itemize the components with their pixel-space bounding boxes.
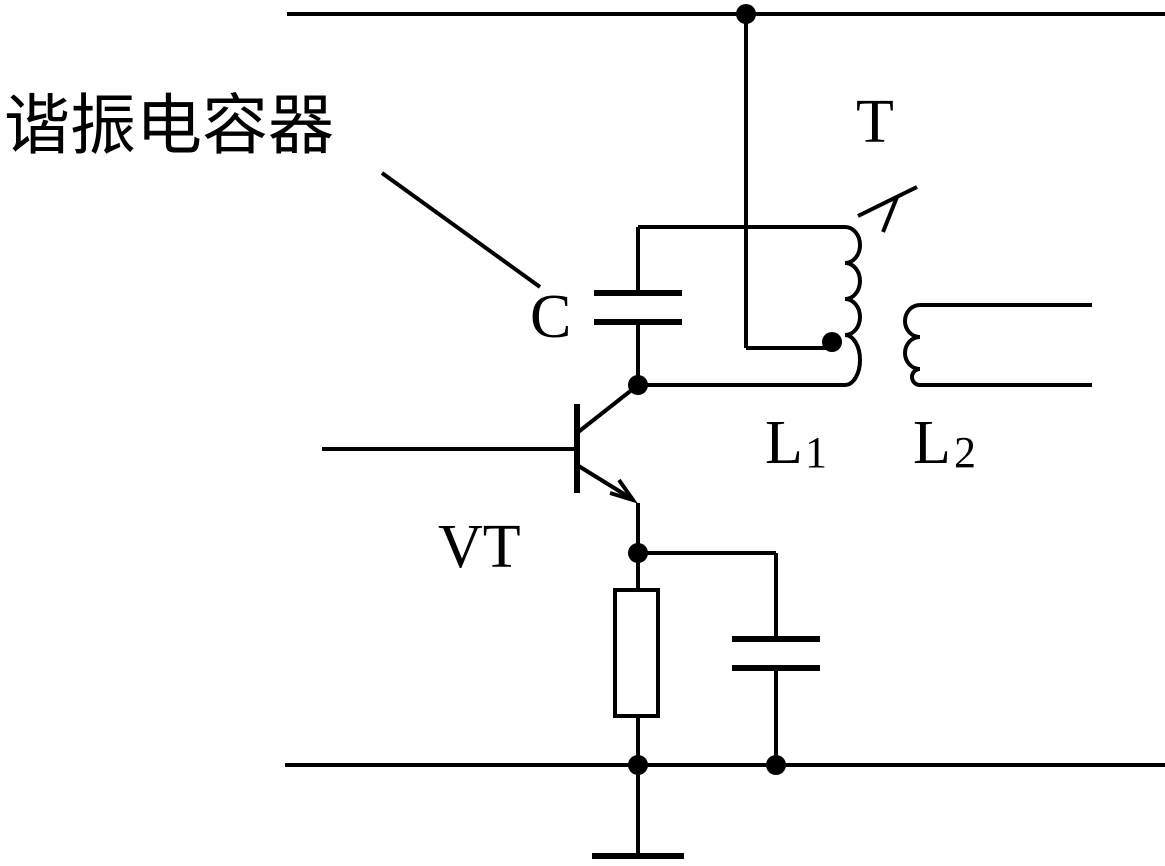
svg-text:L: L bbox=[765, 409, 803, 477]
primary-coil-label: L 1 bbox=[765, 409, 827, 477]
junction-dot bbox=[628, 375, 648, 395]
transformer-label: T bbox=[856, 88, 894, 156]
bypass-capacitor bbox=[638, 551, 820, 765]
secondary-coil bbox=[903, 303, 1092, 387]
junction-dot bbox=[822, 332, 842, 352]
resonant-capacitor-caption: 谐振电容器 bbox=[4, 87, 334, 164]
emitter-arrow bbox=[609, 478, 638, 504]
caption-leader-line bbox=[380, 171, 542, 289]
resonant-capacitor bbox=[594, 290, 682, 325]
junction-dot bbox=[628, 755, 648, 775]
capacitor-label: C bbox=[530, 283, 571, 351]
primary-coil bbox=[844, 225, 862, 387]
supply-feed-wire bbox=[744, 14, 832, 350]
emitter-lead bbox=[575, 463, 634, 501]
svg-text:1: 1 bbox=[805, 428, 827, 477]
transistor bbox=[322, 383, 640, 553]
transformer-core-mark bbox=[857, 185, 918, 233]
junction-dot bbox=[766, 755, 786, 775]
collector-lead bbox=[575, 383, 640, 435]
tank-circuit-wiring bbox=[636, 225, 845, 387]
svg-text:2: 2 bbox=[954, 428, 976, 477]
transistor-label: VT bbox=[438, 513, 521, 581]
secondary-coil-label: L 2 bbox=[913, 409, 976, 477]
junction-dot bbox=[628, 543, 648, 563]
emitter-resistor bbox=[613, 553, 660, 765]
ground-symbol bbox=[592, 765, 684, 859]
junction-dot bbox=[736, 4, 756, 24]
svg-text:L: L bbox=[913, 409, 951, 477]
